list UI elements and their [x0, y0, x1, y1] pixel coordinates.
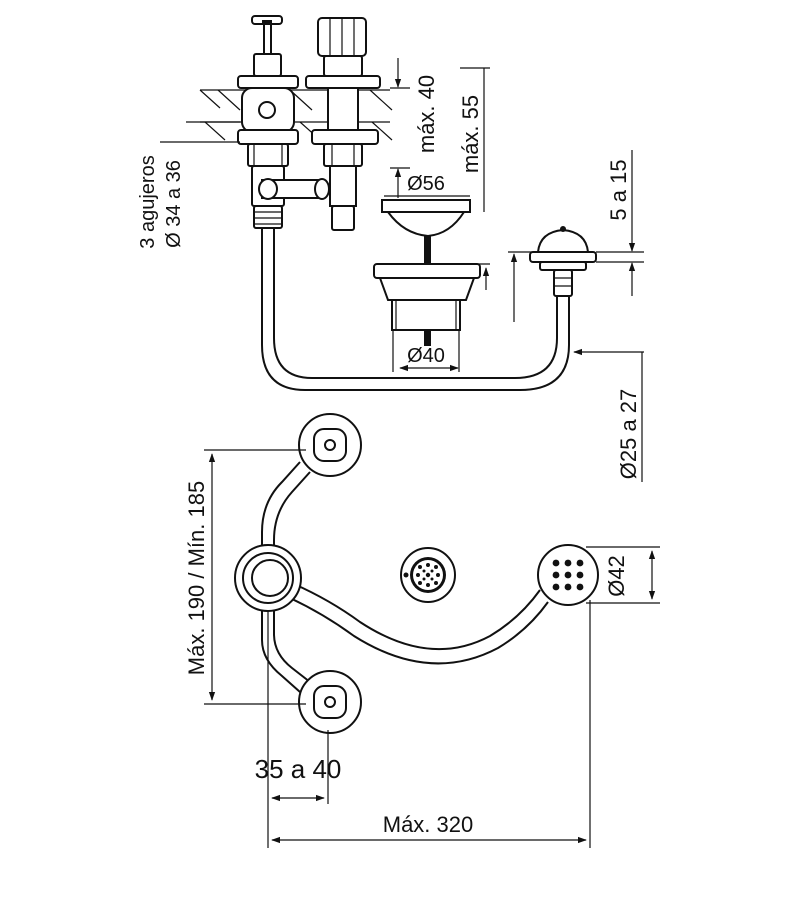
dim-35-40: 35 a 40 [255, 612, 342, 848]
dim-drain-height [470, 263, 490, 290]
dim-d40: Ø40 [392, 330, 460, 372]
range-35-40-label: 35 a 40 [255, 754, 342, 784]
dim-nozzle-height [508, 251, 536, 322]
d25-27-label: Ø25 a 27 [616, 389, 641, 480]
plan-valve-top [298, 413, 362, 477]
elevation-view: 3 agujeros Ø 34 a 36 máx. 40 máx. 55 Ø56 [137, 15, 644, 482]
max320-label: Máx. 320 [383, 812, 474, 837]
d42-label: Ø42 [604, 555, 629, 597]
holes-diameter-label: Ø 34 a 36 [163, 160, 185, 248]
crossover-tube [258, 178, 330, 200]
holes-label: 3 agujeros [137, 155, 159, 248]
max40-label: máx. 40 [414, 75, 439, 153]
spray-nozzle [529, 226, 597, 297]
plan-spout [234, 544, 302, 612]
dim-d42: Ø42 [586, 546, 660, 604]
max55-label: máx. 55 [458, 95, 483, 173]
dim-max55: máx. 55 [458, 67, 490, 212]
dim-5-15: 5 a 15 [596, 150, 644, 296]
plan-view: Máx. 190 / Mín. 185 Ø42 35 a 40 Máx. 320 [184, 413, 660, 848]
dim-max320: Máx. 320 [271, 600, 591, 848]
plan-valve-bottom [298, 670, 362, 734]
dim-holes: 3 agujeros Ø 34 a 36 [137, 121, 240, 249]
dim-d56: Ø56 [384, 173, 470, 197]
supply-pipe [261, 228, 570, 391]
plan-pipes [261, 461, 549, 693]
plan-drain [400, 547, 456, 603]
d40-label: Ø40 [407, 345, 445, 367]
drain-lower [373, 263, 481, 346]
max190-min185-label: Máx. 190 / Mín. 185 [184, 481, 209, 675]
dim-d25-27: Ø25 a 27 [573, 348, 644, 482]
left-valve [237, 15, 299, 229]
range-5-15-label: 5 a 15 [606, 159, 631, 220]
plan-spray [537, 544, 599, 606]
dim-190-185: Máx. 190 / Mín. 185 [184, 449, 306, 705]
drain-upper [381, 199, 471, 264]
right-valve [305, 17, 381, 231]
d56-label: Ø56 [407, 173, 445, 195]
dim-max40: máx. 40 [390, 58, 439, 198]
